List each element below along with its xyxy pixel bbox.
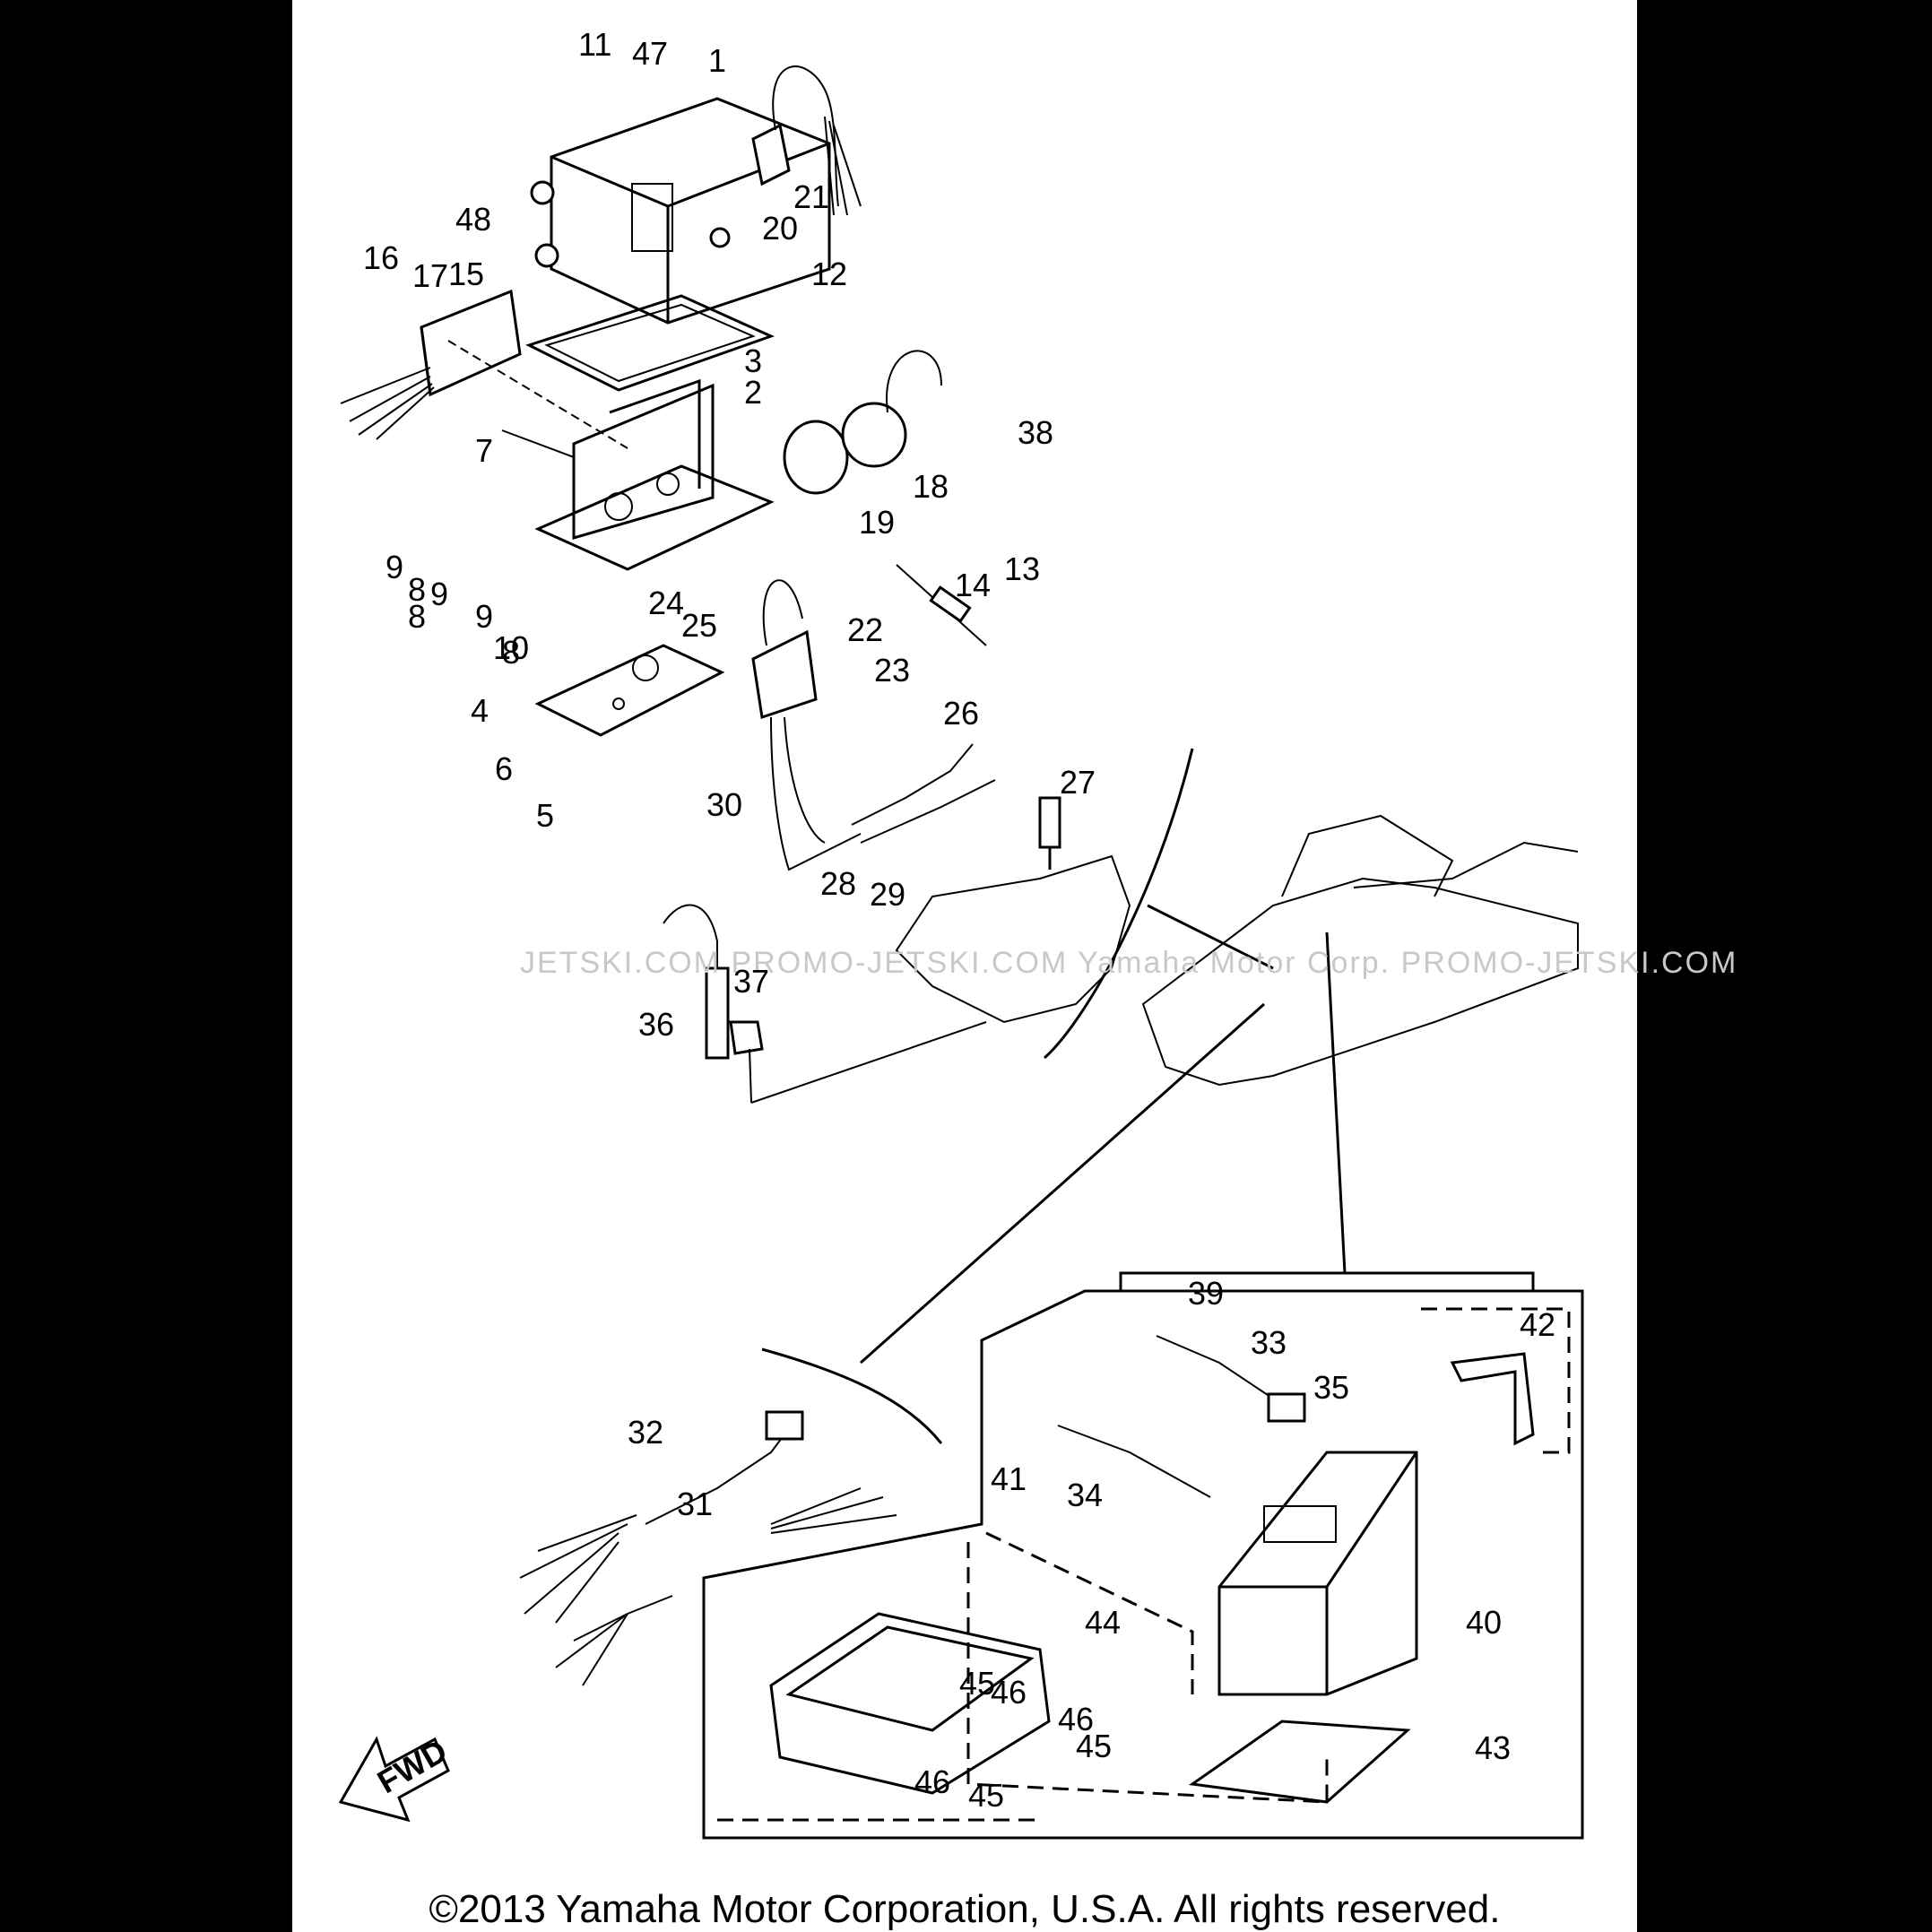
battery-box-frame bbox=[702, 1289, 1584, 1840]
callout-9: 9 bbox=[386, 549, 403, 585]
callout-16: 16 bbox=[363, 239, 399, 276]
callout-35: 35 bbox=[1313, 1369, 1349, 1406]
callout-44: 44 bbox=[1085, 1604, 1121, 1641]
callout-46-repeat: 46 bbox=[1058, 1701, 1094, 1737]
callout-9-repeat: 9 bbox=[430, 576, 448, 612]
starter-relay bbox=[783, 350, 942, 495]
callout-40: 40 bbox=[1466, 1604, 1502, 1641]
watermark-text: JETSKI.COM PROMO-JETSKI.COM Yamaha Motor… bbox=[520, 946, 1737, 980]
fwd-arrow: FWD bbox=[338, 1732, 453, 1823]
callout-45: 45 bbox=[959, 1665, 995, 1702]
lower-connectors bbox=[761, 931, 1347, 1444]
callout-32: 32 bbox=[628, 1414, 663, 1451]
callout-28: 28 bbox=[820, 865, 856, 902]
dashed-grouping-lines bbox=[717, 1531, 1329, 1822]
callout-47: 47 bbox=[632, 35, 668, 72]
callout-41: 41 bbox=[991, 1460, 1027, 1497]
callout-29: 29 bbox=[870, 876, 905, 913]
callout-4: 4 bbox=[471, 692, 489, 729]
callout-20: 20 bbox=[762, 210, 798, 247]
callout-38: 38 bbox=[1018, 414, 1053, 451]
callout-34: 34 bbox=[1067, 1477, 1103, 1513]
callout-46-repeat: 46 bbox=[914, 1763, 950, 1800]
callout-37: 37 bbox=[733, 963, 769, 1000]
callout-9-repeat: 9 bbox=[475, 598, 493, 635]
callout-19: 19 bbox=[859, 504, 895, 541]
callout-2: 2 bbox=[744, 374, 762, 411]
callout-18: 18 bbox=[913, 468, 949, 505]
callout-31: 31 bbox=[677, 1486, 713, 1522]
copyright-notice: ©2013 Yamaha Motor Corporation, U.S.A. A… bbox=[429, 1887, 1501, 1931]
callout-24: 24 bbox=[648, 585, 684, 621]
watercraft-outline bbox=[1044, 748, 1579, 1087]
battery-tray bbox=[769, 1612, 1051, 1795]
battery-pad bbox=[1188, 1720, 1411, 1804]
spark-plug bbox=[1038, 796, 1061, 870]
battery-group-bracket bbox=[1119, 1271, 1535, 1291]
cdi-unit bbox=[340, 289, 628, 449]
ignition-coil bbox=[751, 579, 996, 871]
battery-cables bbox=[1057, 1335, 1306, 1498]
callout-22: 22 bbox=[847, 611, 883, 648]
callout-27: 27 bbox=[1060, 764, 1096, 801]
callout-42: 42 bbox=[1520, 1306, 1555, 1343]
callout-1: 1 bbox=[708, 42, 726, 79]
rectifier bbox=[751, 65, 862, 216]
callout-10: 10 bbox=[493, 629, 529, 666]
callout-5: 5 bbox=[536, 797, 554, 834]
callout-13: 13 bbox=[1004, 550, 1040, 587]
callout-8: 8 bbox=[408, 571, 426, 608]
callout-33: 33 bbox=[1251, 1324, 1287, 1361]
pickup-coil bbox=[663, 904, 987, 1104]
engine-outline bbox=[895, 854, 1131, 1024]
callout-45-repeat: 45 bbox=[968, 1777, 1004, 1814]
battery bbox=[1217, 1451, 1418, 1696]
callout-8-repeat: 8 bbox=[502, 634, 520, 671]
electrical-box-base bbox=[501, 378, 775, 571]
callout-3: 3 bbox=[744, 342, 762, 379]
callout-8-repeat: 8 bbox=[408, 598, 426, 635]
callout-43: 43 bbox=[1475, 1729, 1511, 1766]
wire-harness bbox=[519, 1410, 897, 1686]
callout-11: 11 bbox=[578, 26, 611, 63]
callout-21: 21 bbox=[793, 178, 829, 215]
callout-6: 6 bbox=[495, 750, 513, 787]
callout-12: 12 bbox=[811, 256, 847, 292]
callout-23: 23 bbox=[874, 652, 910, 689]
main-wire-lead bbox=[896, 564, 987, 646]
callout-45-repeat: 45 bbox=[1076, 1728, 1112, 1764]
callout-30: 30 bbox=[706, 786, 742, 823]
callout-15: 15 bbox=[448, 256, 484, 292]
callout-7: 7 bbox=[475, 432, 493, 469]
mounting-plate bbox=[534, 644, 725, 737]
callout-25: 25 bbox=[681, 607, 717, 644]
callout-48: 48 bbox=[455, 201, 491, 238]
callout-36: 36 bbox=[638, 1006, 674, 1043]
callout-26: 26 bbox=[943, 695, 979, 732]
callout-14: 14 bbox=[955, 567, 991, 603]
callout-17: 17 bbox=[412, 257, 448, 294]
battery-band bbox=[1421, 1307, 1571, 1454]
gasket bbox=[525, 294, 775, 392]
callout-39: 39 bbox=[1188, 1275, 1224, 1312]
callout-46: 46 bbox=[991, 1674, 1027, 1711]
